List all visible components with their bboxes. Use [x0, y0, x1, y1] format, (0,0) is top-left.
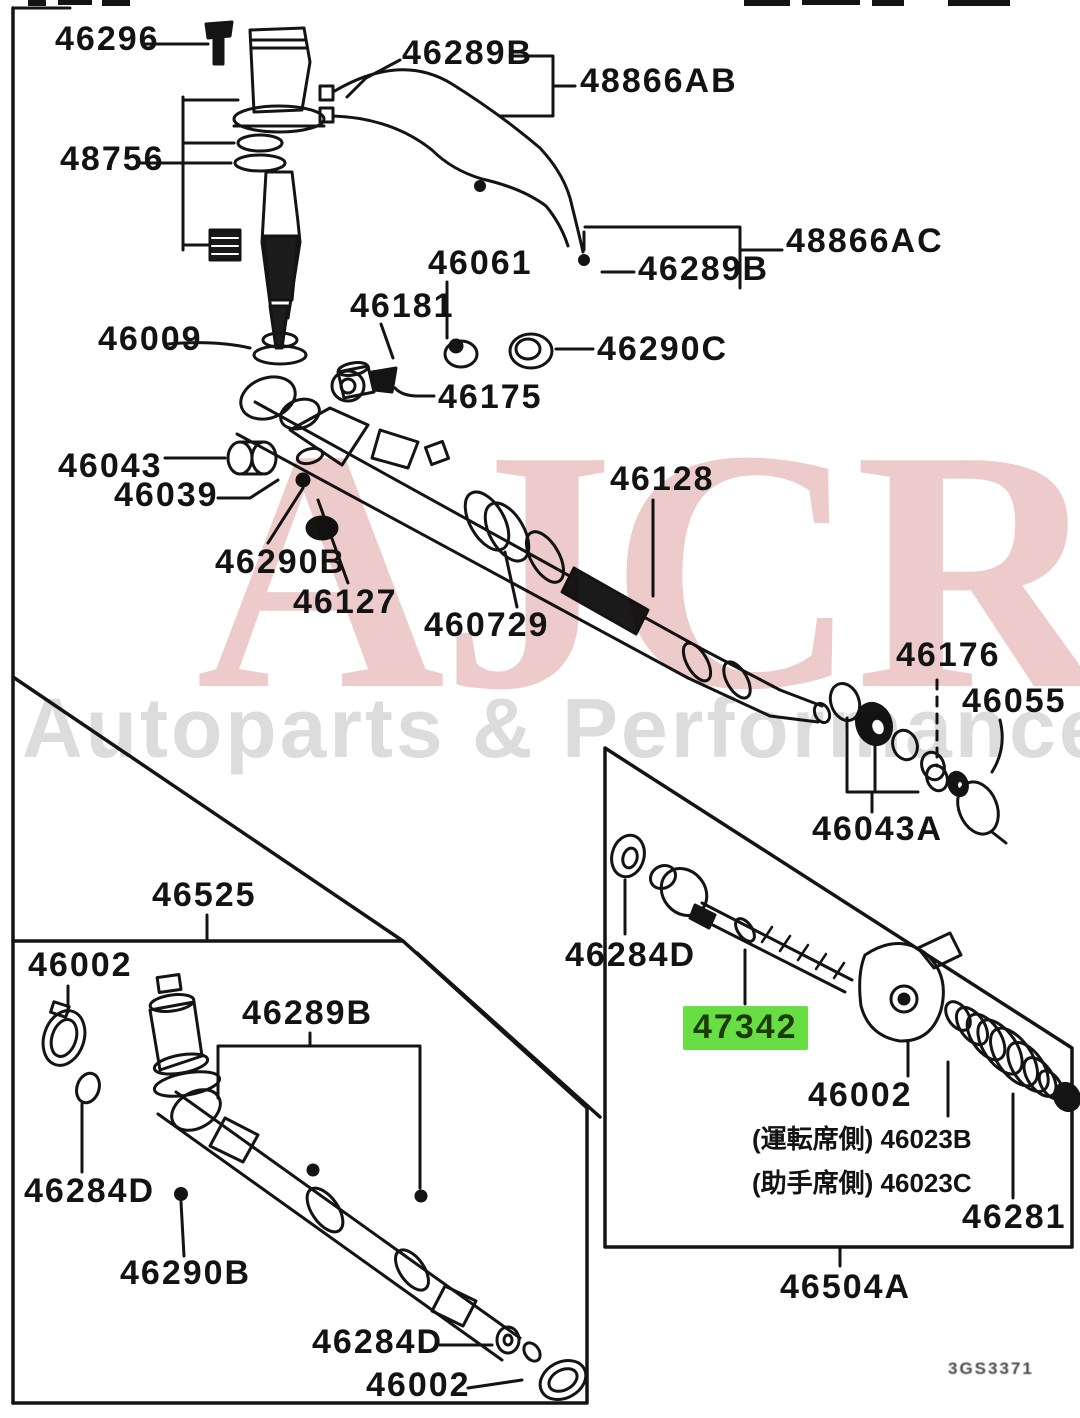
part-label-46290c: 46290C — [597, 330, 729, 368]
valve-assembly — [138, 20, 326, 366]
part-label-46284d-mid: 46284D — [565, 936, 697, 974]
part-label-46043: 46043 — [58, 447, 163, 485]
part-label-48866ac: 48866AC — [786, 222, 944, 260]
part-label-46002-box: 46002 — [28, 946, 133, 984]
part-label-46002-mid: 46002 — [808, 1076, 913, 1114]
box-46525 — [11, 913, 589, 1405]
part-label-46289b-right: 46289B — [638, 250, 770, 288]
part-label-46175: 46175 — [438, 378, 543, 416]
part-label-46023b-driver-side: (運転席側) 46023B — [752, 1124, 972, 1154]
part-label-46181: 46181 — [350, 287, 455, 325]
part-label-48866ab: 48866AB — [580, 62, 738, 100]
part-label-46281: 46281 — [962, 1198, 1067, 1236]
part-label-47342-highlighted: 47342 — [683, 1006, 808, 1050]
part-label-48756: 48756 — [60, 140, 165, 178]
part-label-46284d-left: 46284D — [24, 1172, 156, 1210]
part-label-46002-bottom: 46002 — [366, 1366, 471, 1404]
part-label-46176: 46176 — [896, 636, 1001, 674]
part-label-46284d-bottom: 46284D — [312, 1323, 444, 1361]
part-label-46009: 46009 — [98, 320, 203, 358]
part-label-46061: 46061 — [428, 244, 533, 282]
part-label-46039: 46039 — [114, 476, 219, 514]
part-label-46043a: 46043A — [812, 810, 944, 848]
part-label-46296: 46296 — [55, 20, 160, 58]
drawing-code: 3GS3371 — [948, 1359, 1034, 1378]
lower-rack-assembly — [41, 973, 588, 1401]
part-label-46023c-passenger-side: (助手席側) 46023C — [752, 1168, 972, 1198]
tie-rod-assembly — [610, 833, 1080, 1200]
part-label-46128: 46128 — [610, 460, 715, 498]
part-label-46525: 46525 — [152, 876, 257, 914]
part-label-46055: 46055 — [962, 682, 1067, 720]
rack-tube — [163, 361, 832, 725]
pressure-pipes — [318, 54, 784, 290]
part-label-46289b-top: 46289B — [402, 34, 534, 72]
rack-end-bearings — [828, 678, 1008, 845]
part-label-46290b-upper: 46290B — [215, 543, 347, 581]
part-label-46127: 46127 — [293, 583, 398, 621]
cutoff-header-fragments — [28, 0, 1010, 6]
part-label-460729: 460729 — [424, 606, 550, 644]
part-label-46289b-lower: 46289B — [242, 994, 374, 1032]
part-label-46504a: 46504A — [780, 1268, 912, 1306]
part-label-46290b-lower: 46290B — [120, 1254, 252, 1292]
